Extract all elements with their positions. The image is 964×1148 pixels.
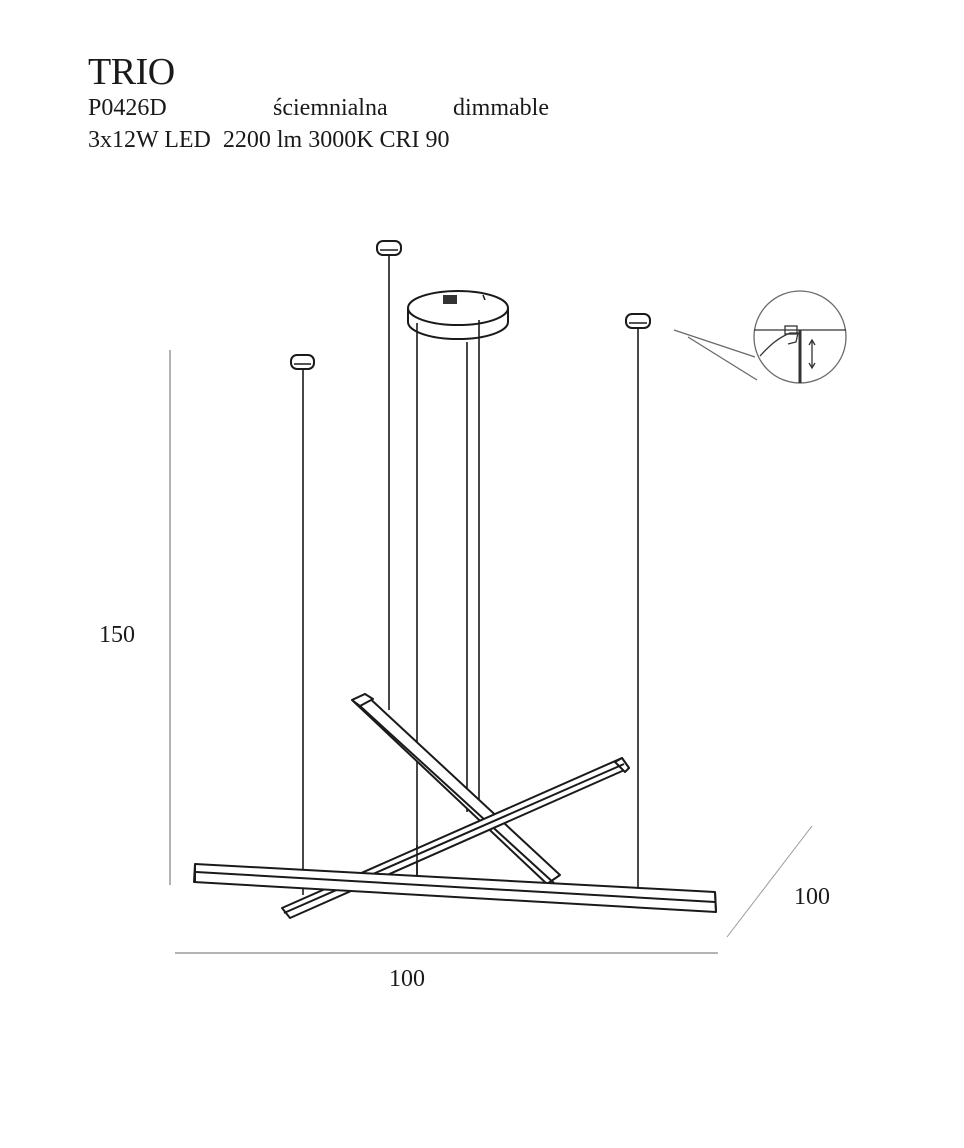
width-dimension-label: 100	[389, 966, 425, 992]
anchor-right-icon	[625, 313, 651, 329]
product-name: TRIO	[88, 51, 175, 93]
anchor-left-icon	[290, 354, 315, 370]
suspension-wires	[302, 255, 639, 895]
height-adjust-detail-icon	[673, 290, 847, 384]
model-row: P0426D ściemnialna dimmable	[88, 92, 549, 124]
anchor-middle-icon	[376, 240, 402, 256]
height-dimension-label: 150	[99, 622, 135, 648]
dimension-lines	[169, 350, 813, 954]
depth-dimension-line	[726, 825, 813, 938]
depth-dimension-label: 100	[794, 884, 830, 910]
product-type: ściemnialna	[273, 95, 388, 121]
ceiling-canopy-icon	[407, 290, 509, 340]
led-bar-diagonal-descending	[351, 693, 561, 885]
light-specs: 3x12W LED 2200 lm 3000K CRI 90	[88, 127, 450, 153]
product-header: TRIO P0426D ściemnialna dimmable 3x12W LED…	[88, 52, 549, 156]
model-code: P0426D	[88, 95, 167, 121]
led-bar-horizontal	[193, 863, 717, 913]
dimmable-label: dimmable	[453, 95, 549, 121]
